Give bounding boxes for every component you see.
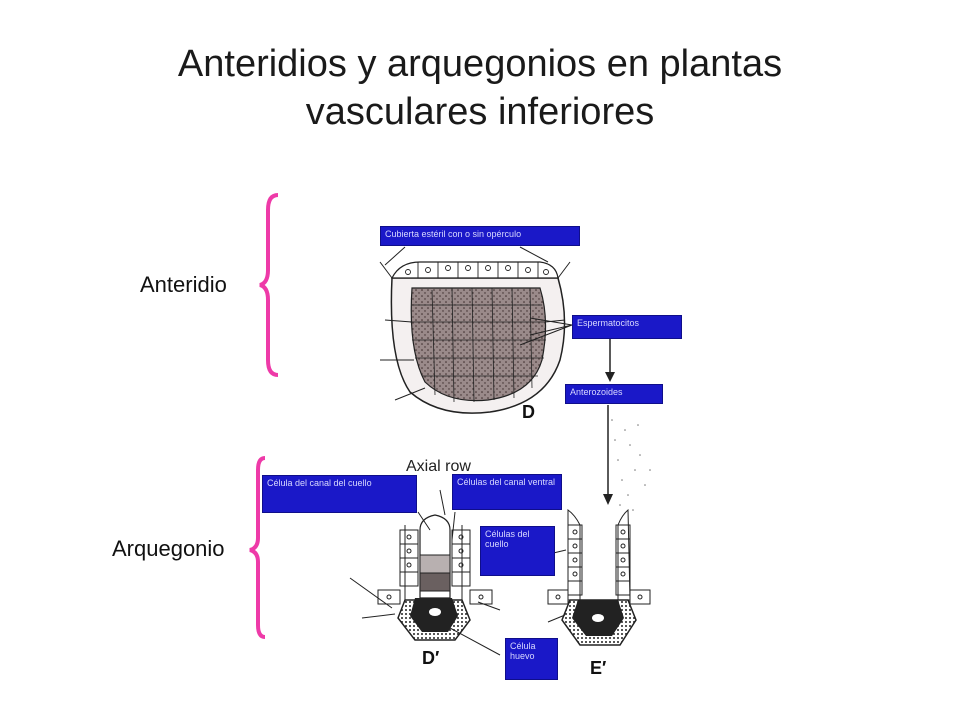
anteridio-label: Anteridio — [140, 272, 227, 297]
figure-letter-d: D — [522, 402, 535, 422]
figure-letter-e-prime: E′ — [590, 658, 607, 678]
tag-canal-ventral: Células del canal ventral — [452, 474, 562, 510]
tag-cuello: Células del cuello — [480, 526, 555, 576]
archegonium-d-prime — [349, 489, 501, 656]
arquegonio-label: Arquegonio — [112, 536, 225, 561]
arquegonio-brace — [249, 456, 266, 639]
page-title: Anteridios y arquegonios en plantas vasc… — [0, 40, 960, 136]
title-line-1: Anteridios y arquegonios en plantas — [177, 43, 783, 85]
tag-huevo: Célula huevo — [505, 638, 558, 680]
tag-canal-cuello: Célula del canal del cuello — [262, 475, 417, 513]
archegonium-e-prime — [544, 508, 651, 646]
tag-espermatocitos: Espermatocitos — [572, 315, 682, 339]
figure-letter-d-prime: D′ — [422, 648, 440, 668]
tag-anterozoides: Anterozoides — [565, 384, 663, 404]
tag-cubierta: Cubierta estéril con o sin opérculo — [380, 226, 580, 246]
title-line-2: vasculares inferiores — [305, 91, 655, 133]
axial-row-label: Axial row — [406, 458, 471, 475]
anteridio-brace — [259, 193, 279, 377]
antheridium-drawing — [379, 246, 615, 414]
sperm-cloud — [611, 419, 651, 521]
